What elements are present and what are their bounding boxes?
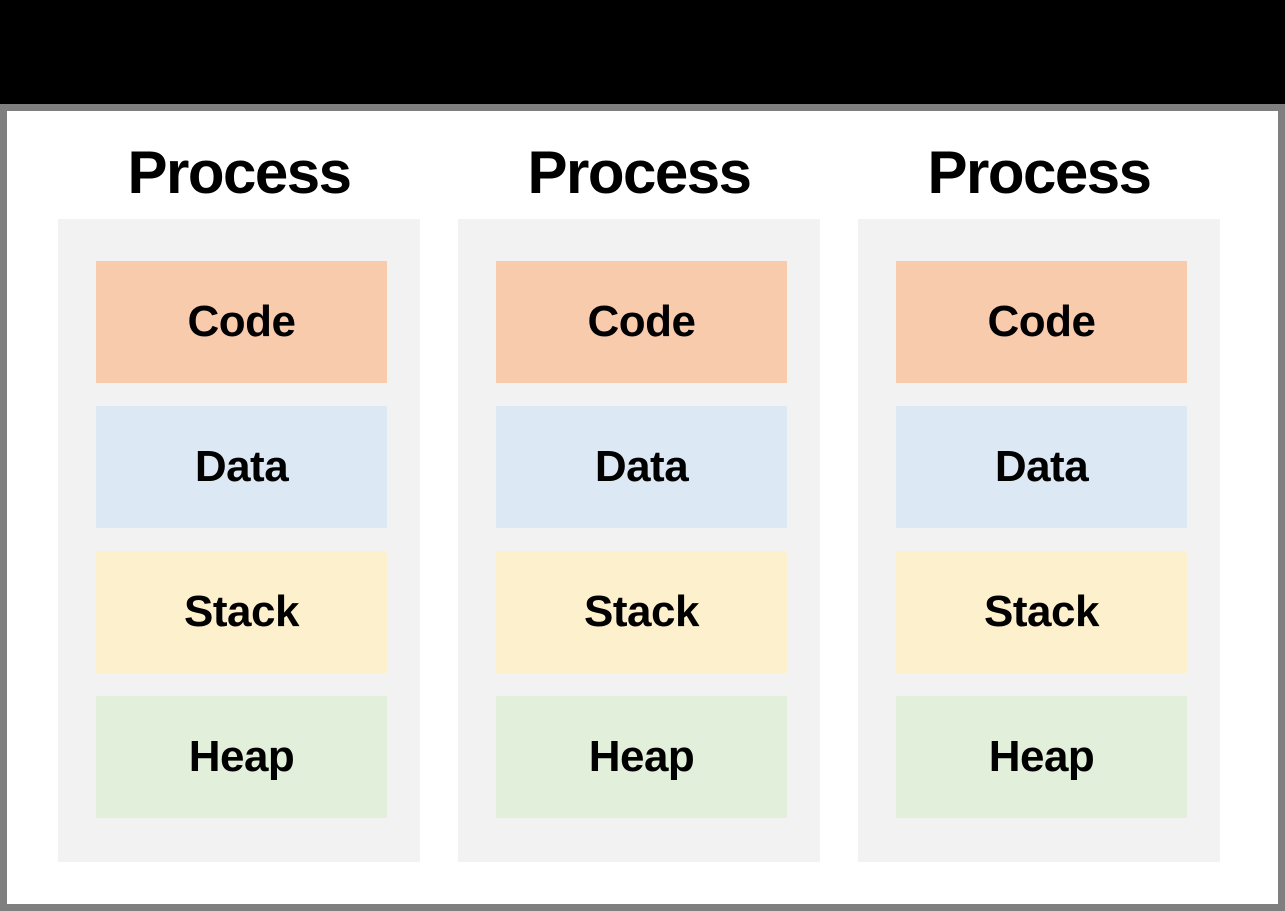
memory-segment-data: Data [896, 406, 1187, 528]
memory-segment-label: Code [587, 297, 697, 346]
process-group: Process Code Data Stack Heap [58, 111, 420, 862]
memory-segment-code: Code [96, 261, 387, 383]
process-group: Process Code Data Stack Heap [858, 111, 1220, 862]
memory-segment-label: Code [987, 297, 1097, 346]
process-memory-column: Code Data Stack Heap [858, 219, 1220, 862]
memory-segment-stack: Stack [496, 551, 787, 673]
process-columns: Process Code Data Stack Heap Process Cod… [7, 111, 1278, 862]
process-memory-column: Code Data Stack Heap [458, 219, 820, 862]
slide-panel: Process Code Data Stack Heap Process Cod… [0, 104, 1285, 911]
memory-segment-label: Heap [588, 732, 695, 781]
memory-segment-heap: Heap [896, 696, 1187, 818]
memory-segment-stack: Stack [896, 551, 1187, 673]
process-title: Process [927, 138, 1153, 206]
top-letterbox-bar [0, 0, 1285, 104]
memory-segment-label: Data [594, 442, 689, 491]
process-memory-column: Code Data Stack Heap [58, 219, 420, 862]
memory-segment-data: Data [496, 406, 787, 528]
memory-segment-heap: Heap [496, 696, 787, 818]
memory-segment-label: Heap [988, 732, 1095, 781]
memory-segment-label: Heap [188, 732, 295, 781]
memory-segment-label: Stack [184, 587, 299, 636]
process-title: Process [127, 138, 353, 206]
memory-segment-code: Code [496, 261, 787, 383]
memory-segment-data: Data [96, 406, 387, 528]
memory-segment-code: Code [896, 261, 1187, 383]
memory-segment-label: Code [187, 297, 297, 346]
memory-segment-stack: Stack [96, 551, 387, 673]
process-group: Process Code Data Stack Heap [458, 111, 820, 862]
memory-segment-label: Stack [584, 587, 699, 636]
process-title: Process [527, 138, 753, 206]
memory-segment-label: Data [994, 442, 1089, 491]
memory-segment-label: Stack [984, 587, 1099, 636]
memory-segment-label: Data [194, 442, 289, 491]
memory-segment-heap: Heap [96, 696, 387, 818]
